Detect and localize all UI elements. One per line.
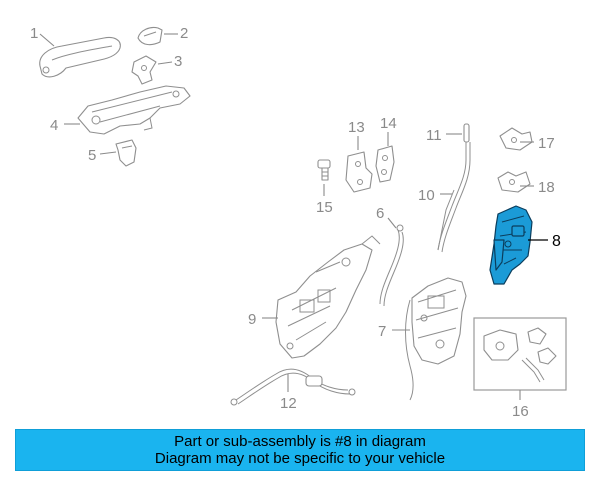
part-7-door-latch: [405, 277, 467, 401]
callout-11: 11: [426, 127, 442, 144]
part-13-striker: [345, 151, 373, 193]
part-15-bolt: [317, 159, 331, 181]
callout-2: 2: [180, 25, 188, 42]
banner-line-2: Diagram may not be specific to your vehi…: [154, 450, 446, 467]
part-6-cable: [379, 224, 404, 307]
callout-labels: 1 2 3 4 5 6 7 8 9 10 11 12 13 14 15 16 1…: [30, 25, 561, 420]
callout-18: 18: [538, 179, 555, 196]
part-4-handle-carrier: [77, 85, 191, 135]
part-17-bracket: [499, 127, 533, 151]
callout-10: 10: [418, 187, 435, 204]
part-12-cable: [230, 368, 356, 406]
part-9-door-module: [275, 235, 381, 359]
banner-line-1: Part or sub-assembly is #8 in diagram: [174, 433, 426, 450]
part-11-rod: [437, 123, 471, 253]
callout-16: 16: [512, 403, 529, 420]
part-16-inset: [473, 317, 567, 391]
leader-lines: [39, 33, 548, 400]
callout-13: 13: [348, 119, 365, 136]
part-3-bracket: [131, 55, 157, 85]
callout-15: 15: [316, 199, 333, 216]
callout-12: 12: [280, 395, 297, 412]
part-8-lock-actuator: [489, 205, 533, 285]
part-1-outside-handle: [39, 36, 121, 78]
part-5-clip: [115, 139, 137, 167]
callout-17: 17: [538, 135, 555, 152]
part-10-rod: [437, 189, 455, 251]
callout-14: 14: [380, 115, 397, 132]
info-banner: Part or sub-assembly is #8 in diagram Di…: [15, 429, 585, 471]
callout-8: 8: [552, 233, 561, 250]
callout-9: 9: [248, 311, 256, 328]
parts-diagram: 1 2 3 4 5 6 7 8 9 10 11 12 13 14 15 16 1…: [30, 25, 567, 420]
part-14-shim: [375, 145, 395, 183]
part-2-handle-cap: [137, 26, 163, 46]
callout-6: 6: [376, 205, 384, 222]
part-18-bracket: [497, 171, 531, 193]
callout-7: 7: [378, 323, 386, 340]
callout-1: 1: [30, 25, 38, 42]
callout-5: 5: [88, 147, 96, 164]
callout-3: 3: [174, 53, 182, 70]
callout-4: 4: [50, 117, 58, 134]
